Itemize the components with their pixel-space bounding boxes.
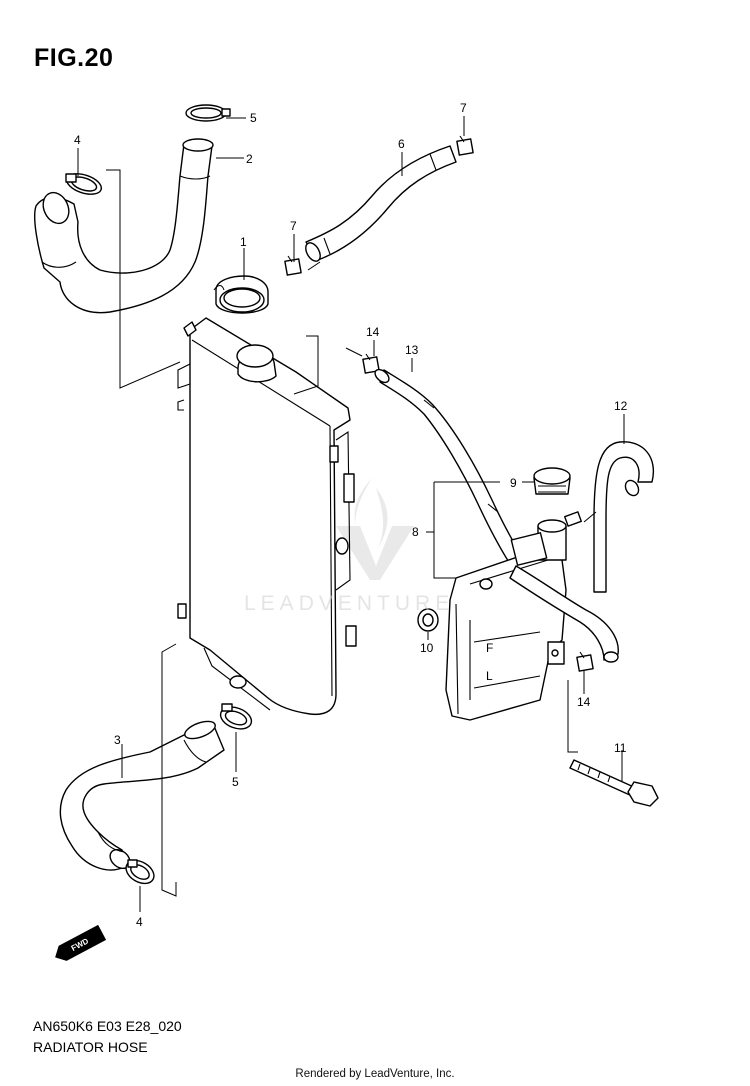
callout-5-lower: 5 <box>232 775 239 789</box>
callout-9: 9 <box>510 476 517 490</box>
callout-10: 10 <box>420 641 434 655</box>
callout-14-upper: 14 <box>366 325 380 339</box>
svg-text:L: L <box>486 669 493 683</box>
hose-clip-14-lower[interactable] <box>576 651 594 672</box>
callout-4-upper: 4 <box>74 133 81 147</box>
radiator-core[interactable] <box>177 317 357 716</box>
callout-4-lower: 4 <box>136 915 143 929</box>
reservoir-full-mark: F <box>486 641 493 655</box>
callout-7-lower: 7 <box>290 219 297 233</box>
callout-7-upper: 7 <box>460 101 467 115</box>
callout-1: 1 <box>240 235 247 249</box>
reservoir-low-mark: L <box>486 669 493 683</box>
figure-title: FIG.20 <box>34 44 114 72</box>
callout-14-lower: 14 <box>577 695 591 709</box>
upper-radiator-hose[interactable] <box>34 138 214 314</box>
radiator-overflow-hose[interactable] <box>303 145 457 264</box>
hose-clip-14-upper[interactable] <box>362 353 380 374</box>
reservoir-overflow-hose[interactable] <box>509 565 619 663</box>
mounting-bolt[interactable] <box>569 759 659 807</box>
callout-8: 8 <box>412 525 419 539</box>
reservoir-tank[interactable] <box>445 551 567 721</box>
hose-clamp-lower-left[interactable] <box>122 856 158 888</box>
callout-6: 6 <box>398 137 405 151</box>
callout-11: 11 <box>614 741 627 755</box>
radiator-cap[interactable] <box>213 275 269 314</box>
reservoir-neck <box>479 511 582 590</box>
watermark-logo-icon <box>336 478 414 580</box>
callout-12: 12 <box>614 399 628 413</box>
lower-radiator-hose[interactable] <box>59 718 225 872</box>
svg-text:F: F <box>486 641 493 655</box>
hose-clip-lower[interactable] <box>284 255 302 276</box>
hose-clamp-upper-left[interactable] <box>64 170 104 198</box>
watermark-text: LEADVENTURE <box>244 592 455 615</box>
hose-clamp-lower[interactable] <box>218 703 255 733</box>
radiator-filler-neck <box>236 344 277 383</box>
assembly-guide-lines <box>106 169 597 897</box>
leader-lines <box>77 116 625 912</box>
callout-2: 2 <box>246 152 253 166</box>
forward-direction-arrow-icon: FWD <box>55 924 107 961</box>
diagram-code: AN650K6 E03 E28_020 <box>33 1018 182 1034</box>
callout-3: 3 <box>114 733 121 747</box>
callout-13: 13 <box>405 343 419 357</box>
grommet[interactable] <box>417 608 439 632</box>
diagram-name: RADIATOR HOSE <box>33 1039 148 1055</box>
hose-clip-upper[interactable] <box>456 135 474 156</box>
callout-5-upper: 5 <box>250 111 257 125</box>
hose-clamp-upper[interactable] <box>185 104 231 122</box>
reservoir-breather-hose[interactable] <box>593 441 654 593</box>
reservoir-cap[interactable] <box>533 467 571 495</box>
render-credit: Rendered by LeadVenture, Inc. <box>295 1068 455 1080</box>
